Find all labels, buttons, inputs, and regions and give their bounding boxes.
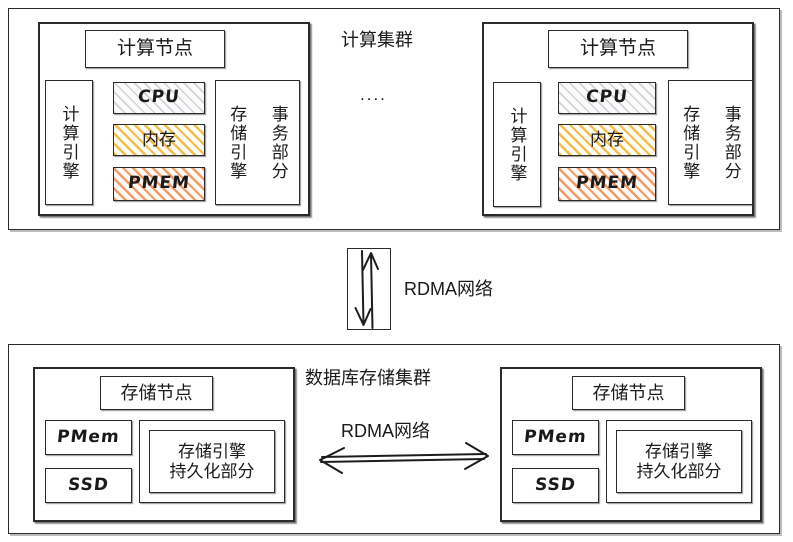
storage-node-1-header-label: 存储节点 <box>120 382 193 403</box>
storage-rdma-double-arrow <box>319 442 489 474</box>
compute-node-2-transaction-part-label: 事务部分 <box>721 104 741 181</box>
compute-node-1-memory[interactable]: 内存 <box>113 124 205 156</box>
storage-node-1-engine-line-1: 存储引擎 <box>178 441 246 461</box>
storage-node-2-header-label: 存储节点 <box>592 382 665 403</box>
compute-node-2-pmem-label: PMEM <box>575 173 640 194</box>
compute-node-1-transaction-part-label: 事务部分 <box>268 104 288 181</box>
storage-node-2-engine-line-1: 存储引擎 <box>645 441 713 461</box>
compute-node-1-storage-engine[interactable]: 存储引擎 事务部分 <box>215 80 300 205</box>
compute-node-2-header: 计算节点 <box>548 30 688 68</box>
compute-node-1-compute-engine[interactable]: 计算引擎 <box>45 80 93 205</box>
compute-node-1-header-label: 计算节点 <box>116 38 193 60</box>
compute-node-1-pmem[interactable]: PMEM <box>113 167 205 201</box>
compute-node-2-compute-engine[interactable]: 计算引擎 <box>493 82 541 207</box>
compute-node-2-cpu[interactable]: CPU <box>558 82 656 114</box>
compute-node-2-cpu-label: CPU <box>585 87 630 108</box>
storage-node-2-engine-line-2: 持久化部分 <box>636 461 722 481</box>
storage-node-2-header: 存储节点 <box>572 376 685 410</box>
compute-node-1-pmem-label: PMEM <box>127 173 192 194</box>
compute-node-2-memory[interactable]: 内存 <box>558 124 656 156</box>
compute-cluster-label: 计算集群 <box>341 30 413 50</box>
storage-node-2-pmem-label: PMem <box>523 426 588 447</box>
storage-node-2-ssd[interactable]: SSD <box>512 468 599 503</box>
storage-node-1-pmem-label: PMem <box>56 426 121 447</box>
storage-cluster-frame <box>8 344 780 534</box>
storage-node-2-ssd-label: SSD <box>534 474 578 495</box>
storage-node-2-pmem[interactable]: PMem <box>512 420 599 455</box>
storage-node-1-engine[interactable]: 存储引擎 持久化部分 <box>149 430 275 493</box>
storage-node-1-engine-line-2: 持久化部分 <box>169 461 255 481</box>
storage-node-1-pmem[interactable]: PMem <box>45 420 132 455</box>
storage-node-1-ssd-label: SSD <box>67 474 111 495</box>
storage-cluster-label: 数据库存储集群 <box>305 368 431 388</box>
rdma-interconnect-label: RDMA网络 <box>404 279 493 299</box>
compute-cluster-ellipsis: .... <box>360 85 387 104</box>
storage-node-1-header: 存储节点 <box>100 376 213 410</box>
storage-node-2-engine[interactable]: 存储引擎 持久化部分 <box>616 430 742 493</box>
compute-node-1-cpu-label: CPU <box>137 87 182 108</box>
compute-node-2-memory-label: 内存 <box>590 130 624 150</box>
storage-node-1-ssd[interactable]: SSD <box>45 468 132 503</box>
compute-node-2-compute-engine-label: 计算引擎 <box>507 106 527 183</box>
compute-node-1-cpu[interactable]: CPU <box>113 82 205 114</box>
compute-node-1-storage-engine-label: 存储引擎 <box>227 104 247 181</box>
rdma-interconnect-box <box>347 248 391 330</box>
rdma-vertical-arrows <box>354 250 379 329</box>
compute-node-1-compute-engine-label: 计算引擎 <box>59 104 79 181</box>
storage-rdma-link-label: RDMA网络 <box>341 421 430 441</box>
compute-node-2-header-label: 计算节点 <box>579 38 656 60</box>
compute-node-2-storage-engine[interactable]: 存储引擎 事务部分 <box>668 80 753 205</box>
compute-node-2-storage-engine-label: 存储引擎 <box>680 104 700 181</box>
compute-node-1-header: 计算节点 <box>85 30 225 68</box>
compute-node-1-memory-label: 内存 <box>142 130 176 150</box>
compute-cluster-frame <box>8 8 780 230</box>
compute-node-2-pmem[interactable]: PMEM <box>558 167 656 201</box>
